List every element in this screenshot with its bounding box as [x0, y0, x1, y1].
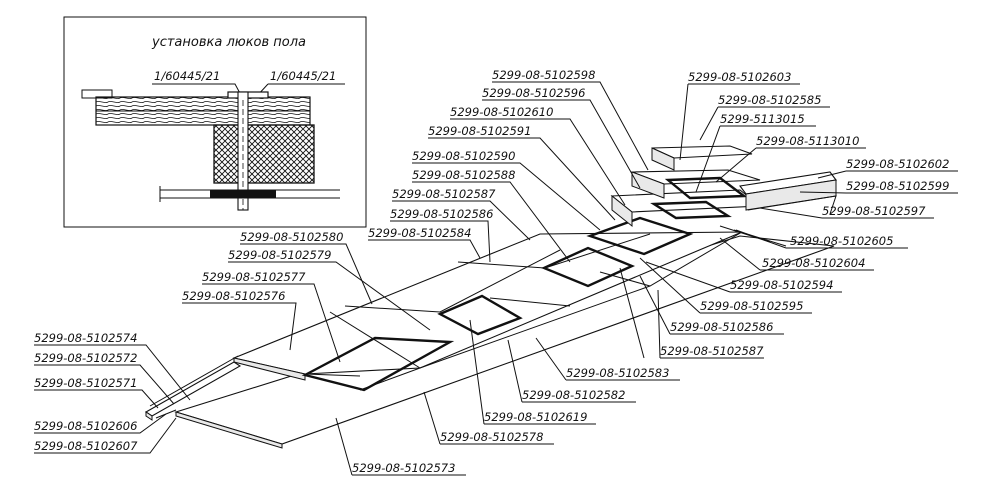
- label-5102587-right: 5299-08-5102587: [660, 344, 764, 358]
- label-5102607: 5299-08-5102607: [34, 439, 138, 453]
- hatch-4: [586, 216, 694, 256]
- label-5102596: 5299-08-5102596: [482, 86, 585, 100]
- label-5102590: 5299-08-5102590: [412, 149, 515, 163]
- label-5102594: 5299-08-5102594: [730, 278, 833, 292]
- label-5102585: 5299-08-5102585: [718, 93, 821, 107]
- step-mid-side: [631, 171, 665, 199]
- inset-lower-plate: [210, 190, 276, 198]
- inset-detail: установка люков пола 1/60445/21 1/60445/…: [63, 16, 367, 228]
- label-5102576: 5299-08-5102576: [182, 289, 285, 303]
- label-5102587: 5299-08-5102587: [392, 187, 496, 201]
- inset-callout-right: 1/60445/21: [270, 69, 336, 83]
- label-5102584: 5299-08-5102584: [368, 226, 471, 240]
- hatch-1: [301, 336, 455, 392]
- label-5102597: 5299-08-5102597: [822, 204, 926, 218]
- label-5102619: 5299-08-5102619: [484, 410, 587, 424]
- inset-beam-section: [213, 124, 315, 184]
- hatch-3: [540, 246, 636, 288]
- label-5102603: 5299-08-5102603: [688, 70, 791, 84]
- panel-division-1: [329, 311, 421, 369]
- label-5102577: 5299-08-5102577: [202, 270, 306, 284]
- step-high-side: [651, 147, 675, 171]
- label-5102606: 5299-08-5102606: [34, 419, 137, 433]
- part-labels: 5299-08-5102598 5299-08-5102596 5299-08-…: [34, 68, 949, 475]
- label-5102580: 5299-08-5102580: [240, 230, 343, 244]
- left-rail-end: [145, 411, 153, 421]
- inset-frame: [63, 16, 367, 228]
- label-5102605: 5299-08-5102605: [790, 234, 893, 248]
- floor-assembly: [144, 145, 837, 449]
- label-5102588: 5299-08-5102588: [412, 168, 515, 182]
- label-5102598: 5299-08-5102598: [492, 68, 595, 82]
- label-5113010: 5299-08-5113010: [756, 134, 859, 148]
- label-5102573: 5299-08-5102573: [352, 461, 455, 475]
- floor-base-edge: [175, 411, 283, 449]
- label-5102582: 5299-08-5102582: [522, 388, 625, 402]
- panel-division-2: [344, 249, 561, 313]
- floor-upper-edge: [233, 357, 306, 381]
- label-5102579: 5299-08-5102579: [228, 248, 331, 262]
- leader-lines: [34, 81, 958, 476]
- label-5102571: 5299-08-5102571: [34, 376, 137, 390]
- label-5102602: 5299-08-5102602: [846, 157, 949, 171]
- step-low-side: [611, 194, 633, 228]
- label-5102574: 5299-08-5102574: [34, 331, 137, 345]
- hatch-2: [437, 294, 523, 336]
- label-5102599: 5299-08-5102599: [846, 179, 949, 193]
- label-5102604: 5299-08-5102604: [762, 256, 865, 270]
- label-5102591: 5299-08-5102591: [428, 124, 531, 138]
- inset-callout-left: 1/60445/21: [154, 69, 220, 83]
- label-5102578: 5299-08-5102578: [440, 430, 543, 444]
- hatch-6: [650, 200, 732, 220]
- label-5102610: 5299-08-5102610: [450, 105, 553, 119]
- inset-title: установка люков пола: [151, 35, 306, 50]
- label-5102586: 5299-08-5102586: [390, 207, 493, 221]
- inset-leader-right: [255, 83, 345, 98]
- label-5102572: 5299-08-5102572: [34, 351, 137, 365]
- label-5102583: 5299-08-5102583: [566, 366, 669, 380]
- panel-division-4: [489, 297, 571, 307]
- label-5113015: 5299-5113015: [720, 112, 805, 126]
- label-5102595: 5299-08-5102595: [700, 299, 803, 313]
- hatch-5: [664, 176, 748, 200]
- label-5102586-right: 5299-08-5102586: [670, 320, 773, 334]
